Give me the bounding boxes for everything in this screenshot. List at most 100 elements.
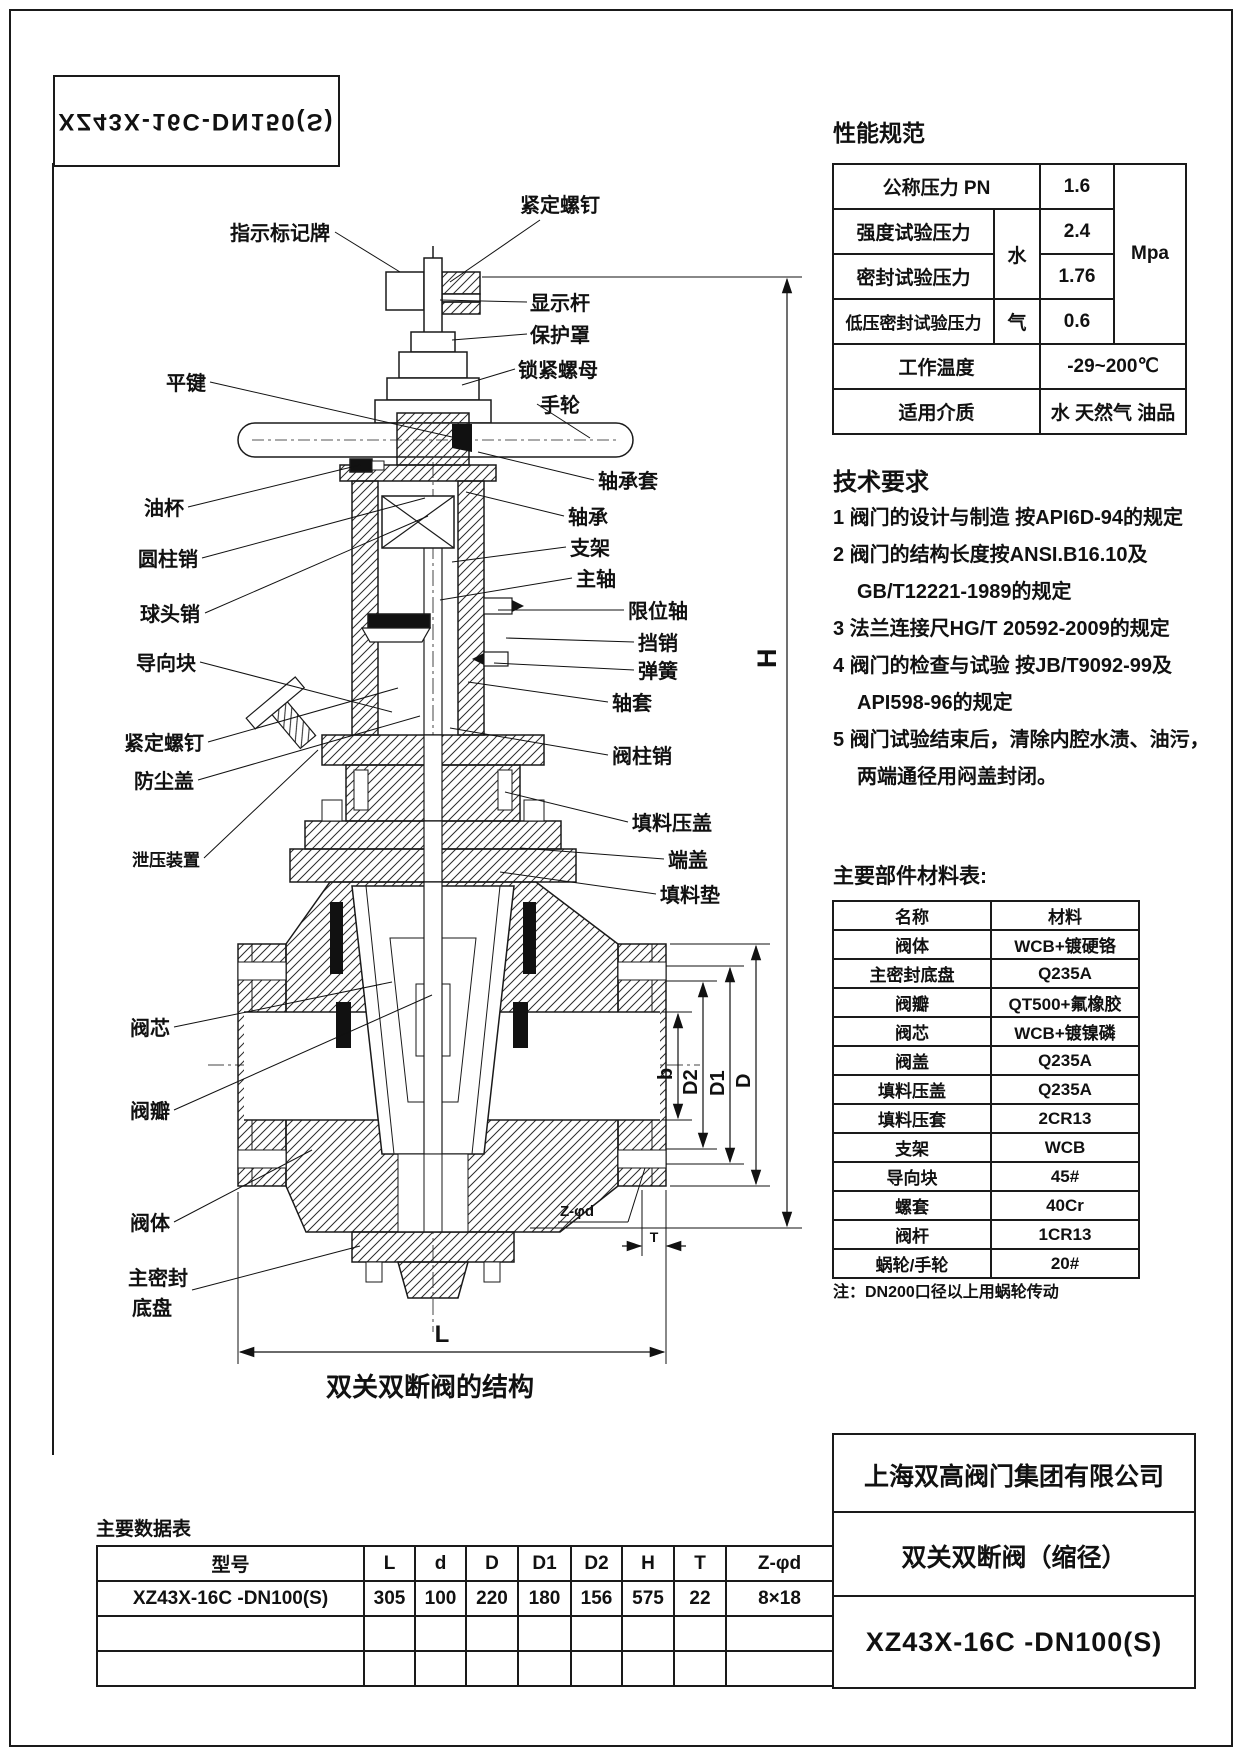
tech-line: 1 阀门的设计与制造 按API6D-94的规定 <box>833 507 1184 529</box>
label-spring: 弹簧 <box>638 659 678 683</box>
label-end-cover: 端盖 <box>668 848 708 872</box>
spec-media-label: 适用介质 <box>832 388 1041 435</box>
dim-label-D: D <box>733 1074 755 1088</box>
title-block-product: 双关双断阀（缩径） <box>832 1511 1196 1601</box>
col-header-D1: D1 <box>517 1545 572 1582</box>
label-limit-shaft: 限位轴 <box>628 599 688 623</box>
mat-material: WCB <box>990 1132 1140 1163</box>
valve-cross-section-drawing: 指示标记牌 平键 油杯 圆柱销 球头销 导向块 紧定螺钉 防尘盖 泄压装置 阀芯… <box>52 163 802 1455</box>
dim-label-T: T <box>650 1229 659 1245</box>
cell-H: 575 <box>621 1580 675 1617</box>
col-header-T: T <box>673 1545 727 1582</box>
mat-material: 40Cr <box>990 1190 1140 1221</box>
col-header-D: D <box>465 1545 519 1582</box>
spec-low-seal-label: 低压密封试验压力 <box>832 298 995 345</box>
mat-material: 45# <box>990 1161 1140 1192</box>
label-bearing-sleeve: 轴承套 <box>598 469 658 493</box>
tech-line: 两端通径用闷盖封闭。 <box>857 766 1057 788</box>
tech-line: API598-96的规定 <box>857 692 1013 714</box>
diagram-caption: 双关双断阀的结构 <box>326 1372 534 1402</box>
main-seal-base-plate <box>351 1231 515 1263</box>
yoke <box>339 458 524 736</box>
title-block-model: XZ43X-16C -DN100(S) <box>832 1595 1196 1689</box>
label-ball-head-pin: 球头销 <box>140 602 200 626</box>
label-main-seal-line1: 主密封 <box>128 1266 188 1290</box>
leader-z-phi-d <box>627 1167 646 1223</box>
spec-unit: Mpa <box>1113 163 1187 345</box>
valve-stem <box>423 881 443 1155</box>
label-handwheel: 手轮 <box>540 393 580 417</box>
mat-material: 2CR13 <box>990 1103 1140 1134</box>
mat-part: 主密封底盘 <box>832 958 992 989</box>
mat-material: WCB+镀镍磷 <box>990 1016 1140 1047</box>
cell-z-phi-d: 8×18 <box>725 1580 834 1617</box>
dim-label-b: b <box>655 1068 677 1080</box>
label-flat-key: 平键 <box>166 371 206 395</box>
limit-shaft <box>483 597 513 615</box>
valve-geometry <box>237 246 667 1299</box>
mat-part: 阀瓣 <box>832 987 992 1018</box>
handwheel <box>237 412 634 466</box>
cell-d: 100 <box>414 1580 467 1617</box>
mat-material: QT500+氟橡胶 <box>990 987 1140 1018</box>
cell-D1: 180 <box>517 1580 572 1617</box>
sheet-border-frame <box>9 9 1233 1747</box>
company-name: 上海双高阀门集团有限公司 <box>863 1463 1164 1491</box>
mat-part: 阀杆 <box>832 1219 992 1250</box>
main-data-table: 型号 L d D D1 D2 H T Z-φd XZ43X-16C -DN100… <box>96 1545 834 1687</box>
label-valve-body: 阀体 <box>130 1211 171 1235</box>
mat-part: 螺套 <box>832 1190 992 1221</box>
model-number: XZ43X-16C -DN100(S) <box>865 1626 1163 1657</box>
tech-line: 2 阀门的结构长度按ANSI.B16.10及 <box>833 544 1148 566</box>
label-dust-cover: 防尘盖 <box>134 769 194 793</box>
spec-media-value: 水 天然气 油品 <box>1039 388 1187 435</box>
mat-material: 20# <box>990 1248 1140 1279</box>
spec-temp-label: 工作温度 <box>832 343 1041 390</box>
valve-body <box>237 881 667 1233</box>
label-set-screw-top: 紧定螺钉 <box>520 193 600 217</box>
dim-label-D2: D2 <box>680 1069 702 1095</box>
col-header-z-phi-d: Z-φd <box>725 1545 834 1582</box>
label-lock-nut: 锁紧螺母 <box>518 358 598 382</box>
title-block-company: 上海双高阀门集团有限公司 <box>832 1433 1196 1517</box>
mat-header-material: 材料 <box>990 900 1140 931</box>
bottom-assembly <box>351 1153 515 1299</box>
label-display-rod: 显示杆 <box>530 292 590 315</box>
dim-label-L: L <box>435 1321 450 1348</box>
packing-pad <box>330 902 343 974</box>
label-stop-pin: 挡销 <box>638 631 678 655</box>
valve-core <box>389 937 477 1103</box>
cell-T: 22 <box>673 1580 727 1617</box>
tech-line: 4 阀门的检查与试验 按JB/T9092-99及 <box>833 655 1172 677</box>
label-oil-cup: 油杯 <box>144 496 184 520</box>
mat-part: 导向块 <box>832 1161 992 1192</box>
flat-key <box>452 424 472 452</box>
spec-table-title: 性能规范 <box>833 120 925 146</box>
spec-medium-water: 水 <box>993 208 1041 300</box>
spec-nominal-value: 1.6 <box>1039 163 1115 210</box>
col-header-d: d <box>414 1545 467 1582</box>
label-packing-gland: 填料压盖 <box>632 811 712 835</box>
spec-low-seal-value: 0.6 <box>1039 298 1115 345</box>
label-set-screw-left: 紧定螺钉 <box>124 731 204 755</box>
label-protective-cover: 保护罩 <box>529 323 590 347</box>
empty-row <box>96 1615 834 1652</box>
pressure-relief-device <box>245 676 317 750</box>
label-valve-core: 阀芯 <box>130 1016 170 1040</box>
materials-title: 主要部件材料表: <box>833 865 987 888</box>
mat-part: 支架 <box>832 1132 992 1163</box>
dim-label-D1: D1 <box>707 1070 729 1096</box>
label-bracket: 支架 <box>570 536 610 560</box>
mat-part: 蜗轮/手轮 <box>832 1248 992 1279</box>
mat-part: 填料压套 <box>832 1103 992 1134</box>
bolt-hole <box>617 1149 667 1169</box>
mat-header-name: 名称 <box>832 900 992 931</box>
label-main-seal-line2: 底盘 <box>132 1296 172 1320</box>
mat-material: 1CR13 <box>990 1219 1140 1250</box>
product-name: 双关双断阀（缩径） <box>901 1544 1127 1572</box>
tech-line: 5 阀门试验结束后，清除内腔水渍、油污， <box>833 729 1210 751</box>
tech-line: 3 法兰连接尺HG/T 20592-2009的规定 <box>833 618 1170 640</box>
label-valve-disc: 阀瓣 <box>130 1099 170 1123</box>
spec-temp-value: -29~200℃ <box>1039 343 1187 390</box>
